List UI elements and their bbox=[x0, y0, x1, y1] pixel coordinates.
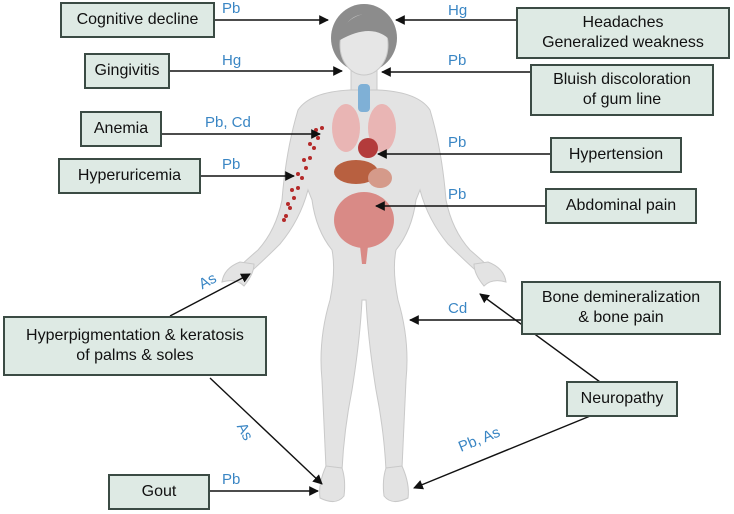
label-bluish-gum-line: Bluish discoloration of gum line bbox=[530, 64, 714, 116]
metal-tag-anemia: Pb, Cd bbox=[205, 114, 251, 131]
label-headaches: Headaches Generalized weakness bbox=[516, 7, 730, 59]
label-cognitive-decline: Cognitive decline bbox=[60, 2, 215, 38]
metal-tag-bluish: Pb bbox=[448, 52, 467, 69]
metal-tag-bone: Cd bbox=[448, 300, 468, 317]
label-abdominal-pain: Abdominal pain bbox=[545, 188, 697, 224]
arrows bbox=[162, 15, 601, 496]
metal-tag-hyperuricemia: Pb bbox=[222, 156, 241, 173]
metal-tag-headaches: Hg bbox=[448, 2, 468, 19]
label-gout: Gout bbox=[108, 474, 210, 510]
label-anemia: Anemia bbox=[80, 111, 162, 147]
label-hyperpigmentation: Hyperpigmentation & keratosis of palms &… bbox=[3, 316, 267, 376]
label-hypertension: Hypertension bbox=[550, 137, 682, 173]
label-gingivitis: Gingivitis bbox=[84, 53, 170, 89]
blood-cells bbox=[282, 126, 324, 222]
label-bone-demineralization: Bone demineralization & bone pain bbox=[521, 281, 721, 335]
label-neuropathy: Neuropathy bbox=[566, 381, 678, 417]
hair-fringe bbox=[338, 13, 391, 40]
organs bbox=[332, 84, 396, 264]
metal-tag-abdominal: Pb bbox=[448, 186, 467, 203]
label-hyperuricemia: Hyperuricemia bbox=[58, 158, 201, 194]
metal-tag-hypertension: Pb bbox=[448, 134, 467, 151]
metal-tag-gout: Pb bbox=[222, 471, 241, 488]
metal-tag-cognitive: Pb bbox=[222, 0, 241, 17]
metal-tag-gingivitis: Hg bbox=[222, 52, 242, 69]
